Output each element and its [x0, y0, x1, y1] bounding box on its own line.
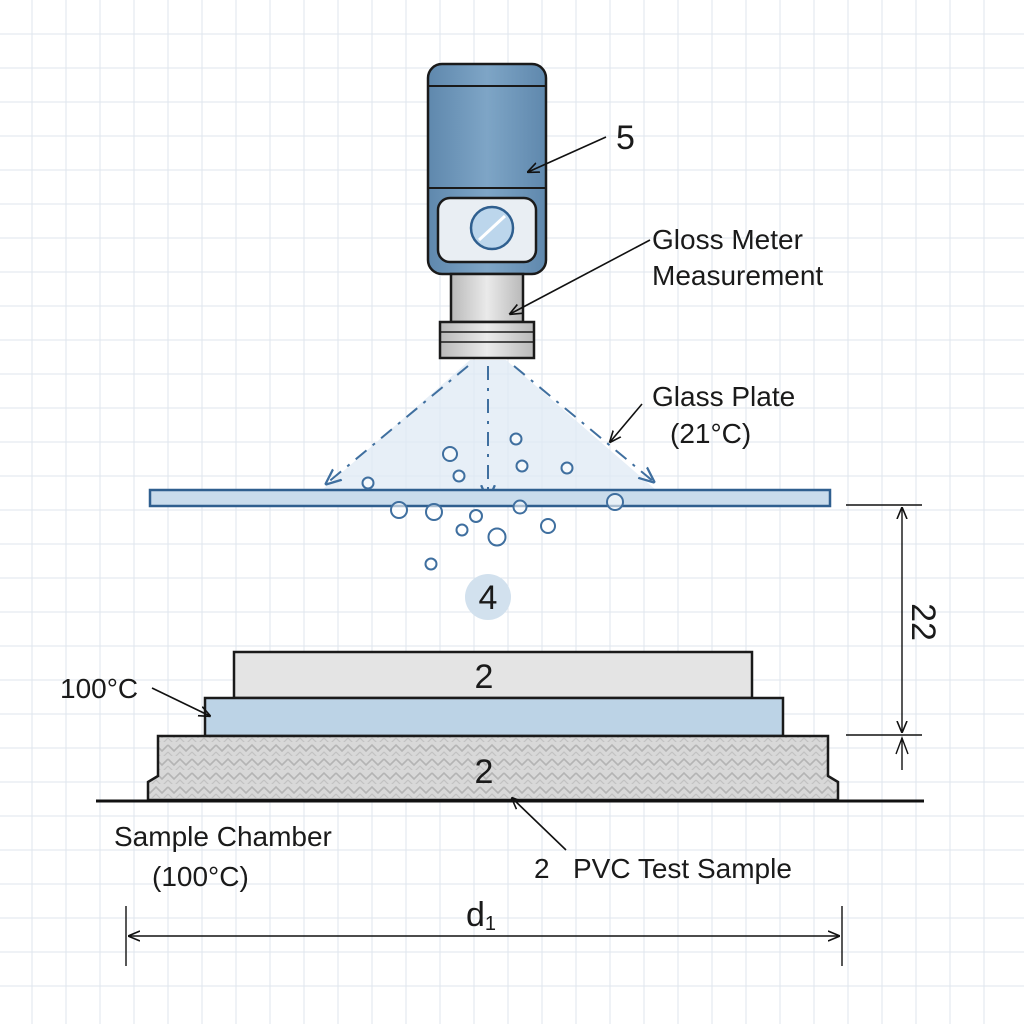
meter-number-leader [528, 136, 607, 172]
vertical-dimension [846, 504, 922, 770]
gloss-meter-nozzle [438, 320, 536, 360]
gloss-meter [426, 62, 548, 360]
sample-title-label: PVC Test Sample [573, 853, 792, 884]
plate-title-leader [610, 403, 643, 442]
heater-temp-leader [151, 687, 210, 716]
sample-number-label: 2 [534, 853, 550, 884]
meter-title-leader [510, 239, 651, 314]
sample-leader [512, 798, 567, 851]
width-dimension-label: d1 [466, 896, 496, 935]
zone-4-label: 4 [479, 579, 498, 617]
width-dimension-sub: 1 [485, 913, 496, 935]
ray-right [513, 365, 654, 482]
meter-title-line2: Measurement [652, 260, 823, 291]
zone-4-marker [465, 574, 511, 620]
width-dimension-base: d [466, 896, 485, 934]
upper-block [232, 650, 754, 700]
plate-title-line1: Glass Plate [652, 381, 795, 412]
upper-block-label: 2 [475, 658, 494, 696]
chamber-label-line1: Sample Chamber [114, 821, 332, 852]
meter-title-line1: Gloss Meter [652, 224, 803, 255]
chamber-label-line2: (100°C) [152, 861, 249, 892]
heater-temp-label: 100°C [60, 673, 138, 704]
plate-title-line2: (21°C) [670, 418, 751, 449]
glass-plate [148, 488, 832, 508]
meter-number-label: 5 [616, 119, 635, 157]
heater-plate [203, 696, 785, 738]
base-block-label: 2 [475, 753, 494, 791]
vertical-dimension-label: 22 [904, 603, 942, 641]
width-dimension [125, 906, 843, 966]
condensation-bubbles [361, 432, 624, 571]
light-cone [322, 360, 656, 490]
gloss-meter-neck [449, 272, 525, 324]
